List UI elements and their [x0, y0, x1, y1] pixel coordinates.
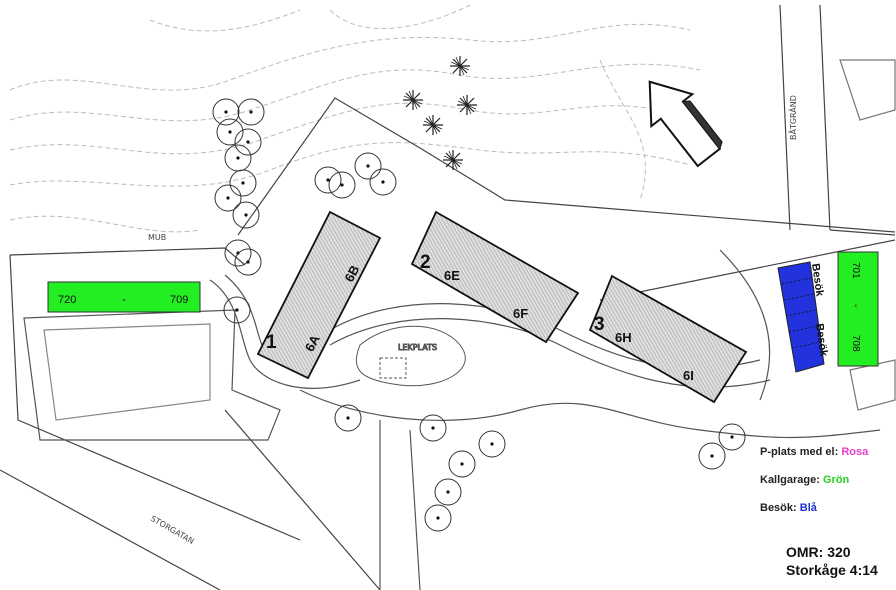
existing-building-outline — [23, 309, 281, 441]
entrance-label: 6H — [615, 330, 632, 345]
garage-to-label: 708 — [850, 335, 861, 352]
building-number: 1 — [266, 332, 277, 353]
building-3: 3 6H 6I — [588, 274, 748, 404]
visitor-label-bottom: Besök — [813, 323, 830, 358]
tree-icon — [698, 442, 726, 470]
shrubs — [402, 55, 478, 171]
garage-to-label: 709 — [170, 294, 188, 306]
entrance-label: 6E — [444, 268, 460, 283]
building-number: 3 — [594, 314, 605, 335]
small-label: MUB — [148, 233, 166, 242]
legend-value-gron: Grön — [822, 474, 850, 486]
tree-icon — [718, 423, 746, 451]
tree-icon — [354, 152, 382, 180]
legend-value-rosa: Rosa — [841, 446, 869, 458]
tree-icon — [214, 184, 242, 212]
entrance-label: 6I — [683, 368, 694, 383]
entrance-label: 6F — [513, 306, 528, 321]
shrub-icon — [422, 114, 444, 136]
entrance-label: 6B — [341, 263, 362, 285]
legend-item-el-parking: P-plats med el: Rosa — [760, 446, 868, 458]
visitor-label-top: Besök — [809, 263, 826, 298]
property-boundaries — [0, 4, 896, 590]
north-arrow-icon — [648, 80, 723, 168]
legend-label: Besök: — [760, 502, 797, 514]
legend-item-visitor: Besök: Blå — [760, 502, 817, 514]
tree-icon — [424, 504, 452, 532]
tree-icon — [234, 248, 262, 276]
garage-from-label: 701 — [850, 262, 861, 279]
tree-icon — [212, 98, 240, 126]
shrub-icon — [402, 89, 424, 111]
tree-icon — [224, 144, 252, 172]
tree-icon — [369, 168, 397, 196]
legend-label: P-plats med el: — [760, 446, 839, 458]
building-2: 2 6E 6F — [410, 210, 580, 344]
playground-label: LEKPLATS — [398, 343, 437, 352]
property-designation: Storkåge 4:14 — [786, 562, 878, 578]
playground: LEKPLATS — [355, 325, 466, 387]
tree-icon — [478, 430, 506, 458]
cold-garage-left: 720 - 709 — [47, 281, 201, 313]
building-1: 1 6A 6B — [256, 210, 382, 380]
garage-from-label: 720 — [58, 294, 76, 306]
building-number: 2 — [420, 252, 431, 273]
tree-icon — [314, 166, 342, 194]
tree-icon — [448, 450, 476, 478]
legend-item-cold-garage: Kallgarage: Grön — [760, 474, 849, 486]
garage-separator: - — [122, 294, 126, 306]
tree-icon — [434, 478, 462, 506]
shrub-icon — [456, 94, 478, 116]
tree-icon — [419, 414, 447, 442]
street-label-storgatan: STORGATAN — [149, 514, 196, 546]
garage-separator: - — [850, 304, 861, 307]
shrub-icon — [442, 149, 464, 171]
tree-icon — [229, 169, 257, 197]
cold-garage-right: 701 - 708 — [837, 251, 879, 367]
tree-icon — [334, 404, 362, 432]
area-code: OMR: 320 — [786, 544, 851, 560]
street-label-batgrand: BÅTGRÄND — [787, 95, 798, 140]
visitor-parking: Besök Besök — [777, 261, 830, 373]
tree-icon — [328, 171, 356, 199]
shrub-icon — [449, 55, 471, 77]
terrain-contours — [9, 4, 701, 233]
legend-value-bla: Blå — [799, 502, 817, 514]
legend-label: Kallgarage: — [760, 474, 820, 486]
entrance-label: 6A — [302, 332, 323, 354]
